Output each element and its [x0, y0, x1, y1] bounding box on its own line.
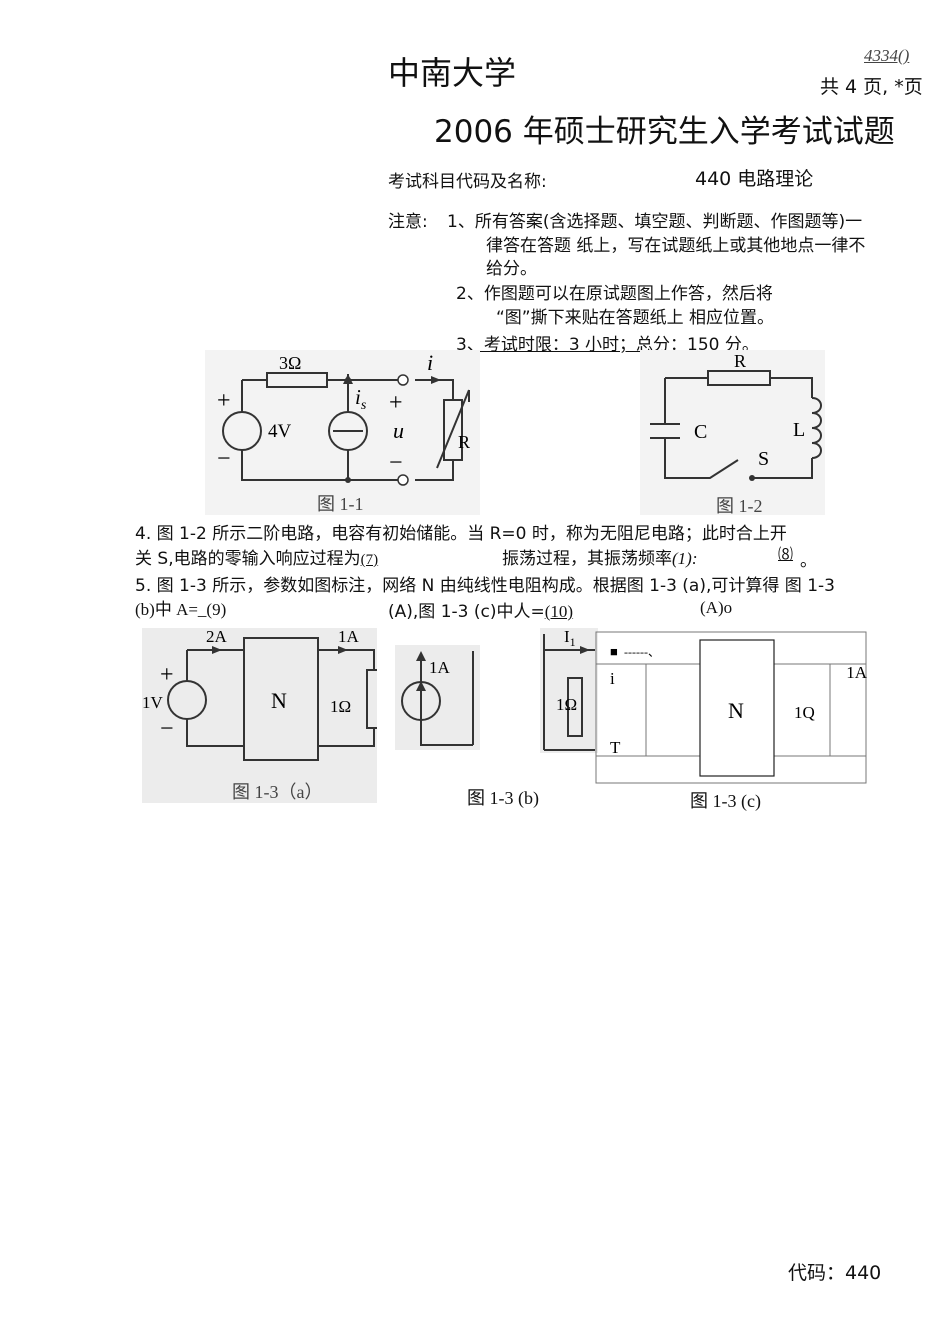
fig11-u-plus: +: [389, 390, 403, 416]
fig13a-resistor: 1Ω: [330, 697, 351, 716]
fig11-plus: +: [217, 388, 231, 414]
figure-1-2: R C L S 图 1-2: [640, 350, 825, 515]
fig13c-caption: 图 1-3 (c): [690, 791, 761, 811]
footer-code: 代码：440: [788, 1262, 882, 1284]
q5-line-2-a: (b)中 A=_(9): [135, 600, 227, 619]
fig13b-caption: 图 1-3 (b): [467, 788, 539, 808]
fig11-u-minus: −: [389, 450, 403, 476]
q5-line-2-b-text: (A),图 1-3 (c)中人=: [388, 602, 545, 622]
fig12-caption: 图 1-2: [716, 496, 763, 515]
note-1-line-2: 律答在答题 纸上，写在试题纸上或其他地点一律不: [486, 236, 866, 256]
figure-1-1: 3Ω + − 4V is i + u − R 图 1-1: [205, 350, 480, 515]
fig11-i-label: i: [427, 350, 433, 375]
figure-1-3c: I1 1Ω ■ ------、 i T N 1Q 1A: [540, 628, 868, 784]
fig13c-i-mark: i: [610, 669, 615, 688]
fig12-l-label: L: [793, 419, 805, 441]
fig11-rv-label: R: [458, 432, 470, 452]
blank-10: (10): [544, 602, 574, 621]
fig13b-source: 1A: [429, 658, 451, 677]
subject-label: 考试科目代码及名称:: [388, 172, 547, 192]
code-ref: 4334(): [864, 46, 910, 65]
fig13c-dashes: ------、: [624, 645, 660, 659]
fig13a-network: N: [271, 688, 287, 713]
fig13c-t-mark: T: [610, 738, 621, 757]
fig13a-source: 1V: [142, 693, 164, 712]
q5-line-2-b: (A),图 1-3 (c)中人=(10): [388, 597, 573, 622]
fig13c-i1-label: I1: [564, 628, 576, 649]
note-1-line-3: 给分。: [486, 259, 537, 279]
university-name: 中南大学: [388, 54, 517, 92]
fig11-is-label: is: [355, 385, 367, 413]
figure-1-3a: 2A 1A + 1V − N 1Ω 图 1-3（a）: [142, 628, 377, 803]
note-2-line-1: 2、作图题可以在原试题图上作答，然后将: [456, 284, 773, 304]
fig13c-left-resistor: 1Ω: [556, 695, 577, 714]
notes-label: 注意:: [388, 212, 428, 232]
blank-8: ⑻: [778, 547, 794, 563]
q4-line-2-cont: 振荡过程，其振荡频率(1):: [502, 544, 697, 569]
fig13c-bullet: ■: [610, 644, 618, 659]
fig13c-network: N: [728, 698, 744, 723]
q4-end: 。: [800, 551, 817, 571]
fig13a-current-in: 2A: [206, 628, 228, 646]
blank-7: (7): [360, 552, 379, 568]
fig11-caption: 图 1-1: [317, 494, 364, 514]
fig11-source-label: 4V: [268, 421, 292, 442]
q4-line-2: 关 S,电路的零输入响应过程为(7): [135, 544, 378, 569]
q4-line-2-text: 关 S,电路的零输入响应过程为: [135, 549, 361, 569]
fig13a-current-out: 1A: [338, 628, 360, 646]
note-1-line-1: 1、所有答案(含选择题、填空题、判断题、作图题等)一: [447, 212, 863, 232]
freq-symbol: (1):: [672, 549, 698, 568]
q4-line-2-text-b: 振荡过程，其振荡频率: [502, 549, 672, 569]
subject-value: 440 电路理论: [695, 168, 814, 190]
fig12-c-label: C: [694, 421, 707, 443]
fig12-s-label: S: [758, 448, 769, 470]
page-count: 共 4 页, *页: [820, 76, 923, 98]
fig13c-right-resistor: 1Q: [794, 703, 815, 722]
fig11-resistor-label: 3Ω: [279, 353, 301, 373]
fig12-r-label: R: [734, 351, 746, 371]
fig13a-caption: 图 1-3（a）: [232, 782, 322, 802]
q4-line-1: 4. 图 1-2 所示二阶电路，电容有初始储能。当 R=0 时，称为无阻尼电路；…: [135, 524, 787, 544]
exam-title: 2006 年硕士研究生入学考试试题: [434, 114, 895, 150]
note-2-line-2: “图”撕下来贴在答题纸上 相应位置。: [496, 308, 775, 328]
fig13a-minus: −: [160, 716, 174, 742]
fig11-minus: −: [217, 446, 231, 472]
figure-1-3b: 1A: [395, 645, 480, 750]
q5-line-1: 5. 图 1-3 所示，参数如图标注，网络 N 由纯线性电阻构成。根据图 1-3…: [135, 576, 835, 596]
q5-line-2-c: (A)o: [700, 598, 733, 617]
fig13a-plus: +: [160, 662, 174, 688]
fig11-u-label: u: [393, 418, 404, 443]
fig13c-right-current: 1A: [846, 663, 868, 682]
